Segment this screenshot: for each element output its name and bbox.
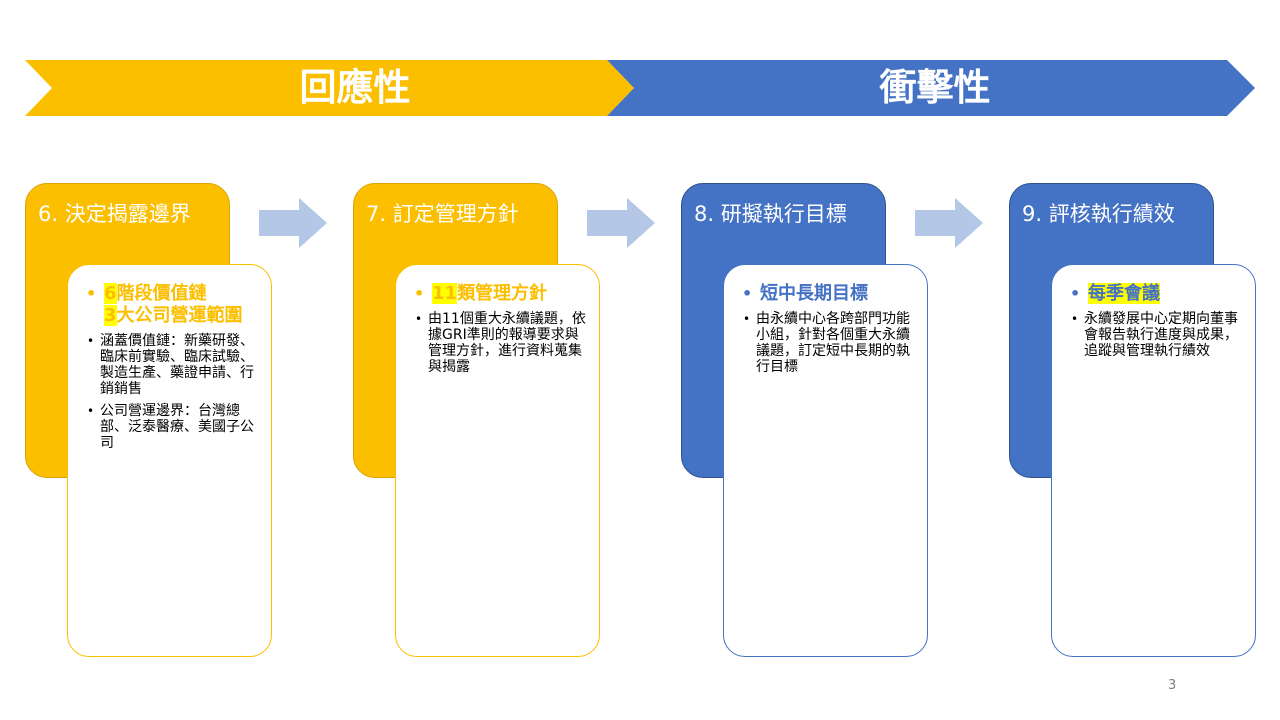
bullet-icon: •: [86, 284, 97, 303]
right-arrow-icon: [587, 198, 655, 248]
step-heading: • 6階段價值鏈 3大公司營運範圍: [86, 283, 259, 327]
page-number: 3: [1168, 678, 1177, 693]
bullet-list: 永續發展中心定期向董事會報告執行進度與成果，追蹤與管理執行績效: [1070, 311, 1243, 359]
chevron-banner: [25, 60, 1255, 116]
banner-impact-shape: [607, 60, 1255, 116]
bullet-list: 由永續中心各跨部門功能小組，針對各個重大永續議題，訂定短中長期的執行目標: [742, 311, 915, 375]
step-heading: • 短中長期目標: [742, 283, 915, 305]
bullet-icon: •: [1070, 284, 1081, 303]
bullet-icon: •: [742, 284, 753, 303]
heading-text: 類管理方針: [457, 283, 548, 304]
bullet-item: 公司營運邊界：台灣總部、泛泰醫療、美國子公司: [86, 403, 259, 451]
bullet-icon: •: [414, 284, 425, 303]
heading-highlight: 3: [104, 305, 117, 326]
banner-responsiveness-label: 回應性: [299, 66, 411, 109]
heading-highlight: 6: [104, 283, 117, 304]
step-8-card: • 短中長期目標 由永續中心各跨部門功能小組，針對各個重大永續議題，訂定短中長期…: [723, 264, 928, 657]
bullet-item: 涵蓋價值鏈：新藥研發、臨床前實驗、臨床試驗、製造生產、藥證申請、行銷銷售: [86, 333, 259, 397]
right-arrow-icon: [915, 198, 983, 248]
right-arrow-icon: [259, 198, 327, 248]
heading-text: 階段價值鏈: [116, 283, 207, 304]
heading-text: 大公司營運範圍: [116, 305, 243, 326]
heading-text: 短中長期目標: [760, 283, 868, 304]
step-7-card: • 11類管理方針 由11個重大永續議題，依據GRI準則的報導要求與管理方針，進…: [395, 264, 600, 657]
step-heading: • 每季會議: [1070, 283, 1243, 305]
step-title: 7. 訂定管理方針: [366, 202, 519, 226]
bullet-item: 由11個重大永續議題，依據GRI準則的報導要求與管理方針，進行資料蒐集與揭露: [414, 311, 587, 375]
step-6-card: • 6階段價值鏈 3大公司營運範圍 涵蓋價值鏈：新藥研發、臨床前實驗、臨床試驗、…: [67, 264, 272, 657]
banner-responsiveness-shape: [25, 60, 634, 116]
banner-impact-label: 衝擊性: [879, 66, 991, 109]
bullet-item: 永續發展中心定期向董事會報告執行進度與成果，追蹤與管理執行績效: [1070, 311, 1243, 359]
step-title: 6. 決定揭露邊界: [38, 202, 191, 226]
step-9-card: • 每季會議 永續發展中心定期向董事會報告執行進度與成果，追蹤與管理執行績效: [1051, 264, 1256, 657]
bullet-list: 由11個重大永續議題，依據GRI準則的報導要求與管理方針，進行資料蒐集與揭露: [414, 311, 587, 375]
heading-highlight: 11: [432, 283, 458, 304]
bullet-item: 由永續中心各跨部門功能小組，針對各個重大永續議題，訂定短中長期的執行目標: [742, 311, 915, 375]
step-heading: • 11類管理方針: [414, 283, 587, 305]
step-title: 8. 研擬執行目標: [694, 202, 847, 226]
bullet-list: 涵蓋價值鏈：新藥研發、臨床前實驗、臨床試驗、製造生產、藥證申請、行銷銷售 公司營…: [86, 333, 259, 451]
heading-highlight: 每季會議: [1088, 283, 1160, 304]
step-title: 9. 評核執行績效: [1022, 202, 1175, 226]
